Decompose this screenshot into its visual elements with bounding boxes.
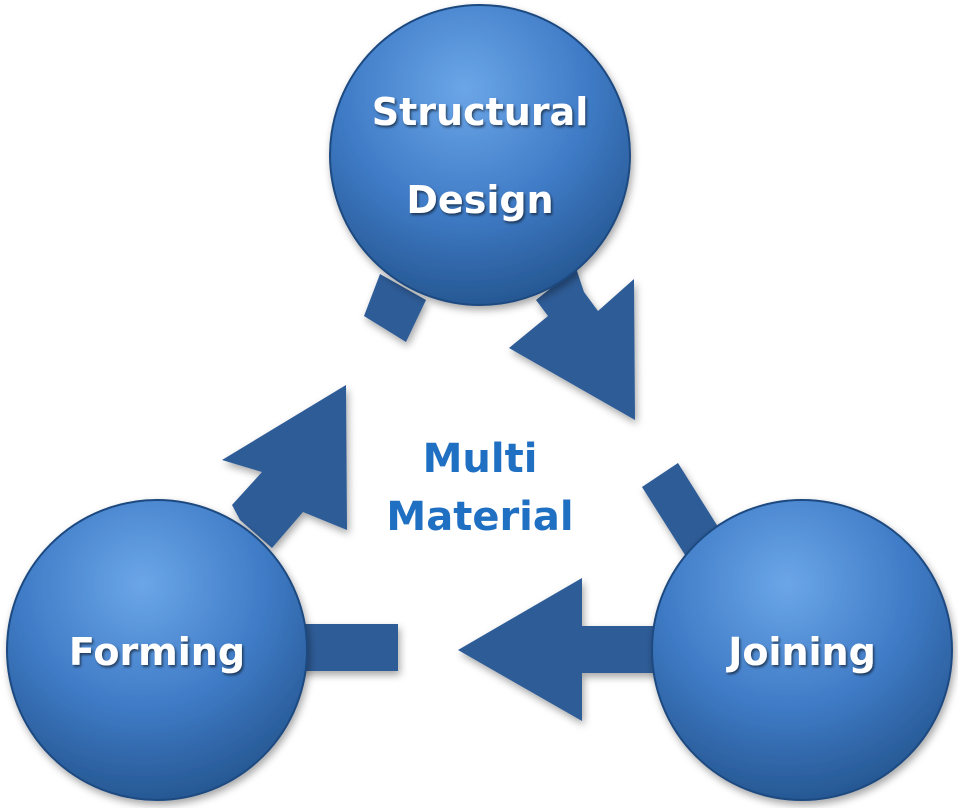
node-forming-label: Forming [69, 630, 245, 674]
arrow-stub-structural [364, 274, 426, 342]
node-structural-design-line1: Structural [372, 90, 588, 134]
node-joining-label: Joining [725, 630, 876, 674]
node-structural-design: Structural Design [329, 4, 631, 306]
node-forming: Forming [6, 499, 308, 801]
arrow-structural-to-joining [509, 268, 635, 420]
arrows [222, 268, 720, 721]
node-joining: Joining [651, 499, 953, 801]
node-structural-design-line2: Design [406, 178, 553, 222]
arrow-stub-forming [300, 624, 398, 671]
center-label-line2: Material [386, 494, 573, 540]
center-label: Multi Material [386, 436, 573, 540]
arrow-stub-joining [642, 463, 720, 555]
center-label-line1: Multi [423, 436, 538, 482]
arrow-forming-to-structural [222, 385, 347, 548]
arrow-joining-to-forming [458, 578, 660, 721]
